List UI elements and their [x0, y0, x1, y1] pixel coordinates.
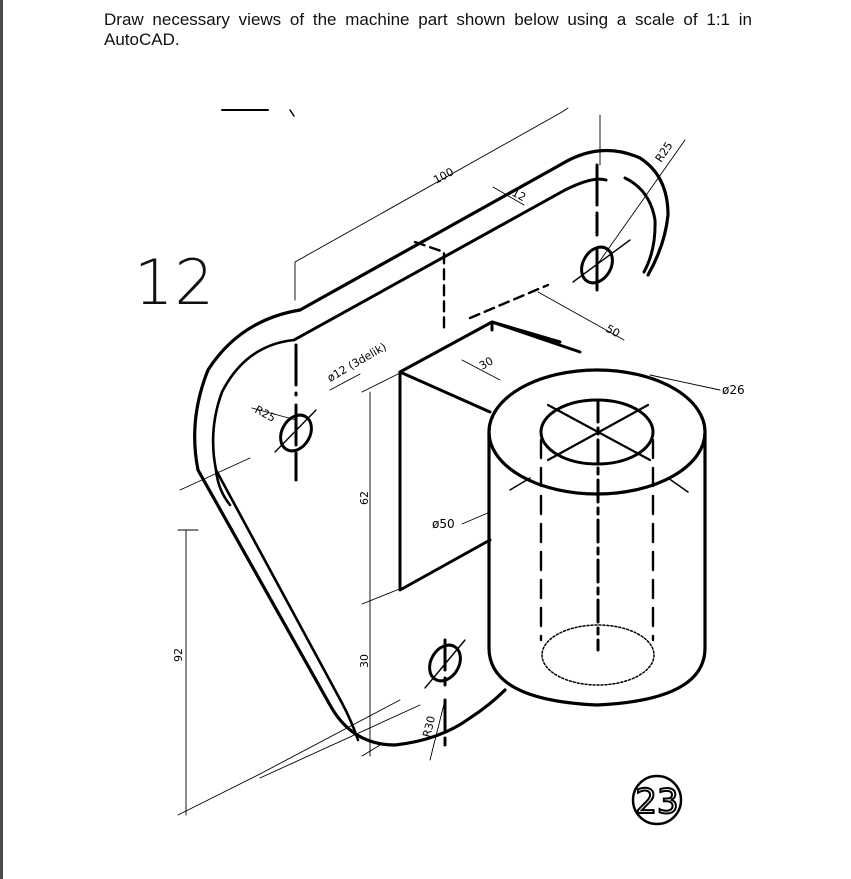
boss-top-edge — [490, 320, 562, 344]
hidden-line — [413, 240, 446, 332]
sheet-badge-number: 23 — [635, 782, 678, 822]
cylinder-bore-bottom — [541, 624, 655, 686]
bore-center-cross-ext — [509, 477, 689, 493]
exercise-number: 12 — [134, 246, 215, 319]
hole-bottom — [424, 638, 466, 747]
bore-center-cross — [546, 403, 652, 462]
plate-right-edge — [623, 176, 657, 274]
dim-hole-spacing: 50 — [604, 322, 622, 340]
dim-boss-width: 30 — [477, 354, 496, 372]
dim-corner-radius-top: R25 — [653, 139, 676, 164]
dim-hole-note: ø12 (3delik) — [325, 340, 389, 384]
sheet-badge: 23 — [631, 774, 683, 826]
hole-left — [274, 343, 317, 482]
page-left-border — [0, 0, 3, 879]
dim-corner-radius-left: R25 — [253, 403, 278, 425]
dim-plate-length: 100 — [431, 165, 456, 186]
plate-front-outline — [211, 338, 360, 742]
dim-boss-height: 62 — [358, 491, 371, 505]
dim-lower-height: 30 — [358, 654, 371, 668]
dimension-lines — [177, 107, 721, 816]
bore-hidden-lines — [539, 438, 655, 642]
dim-slot-width: 12 — [510, 186, 528, 204]
stray-mark — [289, 109, 295, 117]
dim-bottom-radius: R30 — [420, 715, 438, 739]
plate-top-inner-edge — [292, 177, 608, 342]
dim-overall-height: 92 — [172, 648, 185, 662]
plate-outer-outline — [193, 148, 670, 747]
hidden-line — [468, 283, 550, 320]
cylinder-sides — [487, 430, 707, 707]
dim-cylinder-diameter: ø50 — [432, 517, 455, 531]
instruction-text: Draw necessary views of the machine part… — [104, 10, 752, 49]
dim-bore-diameter: ø26 — [722, 383, 745, 397]
hole-top-right — [572, 163, 631, 300]
